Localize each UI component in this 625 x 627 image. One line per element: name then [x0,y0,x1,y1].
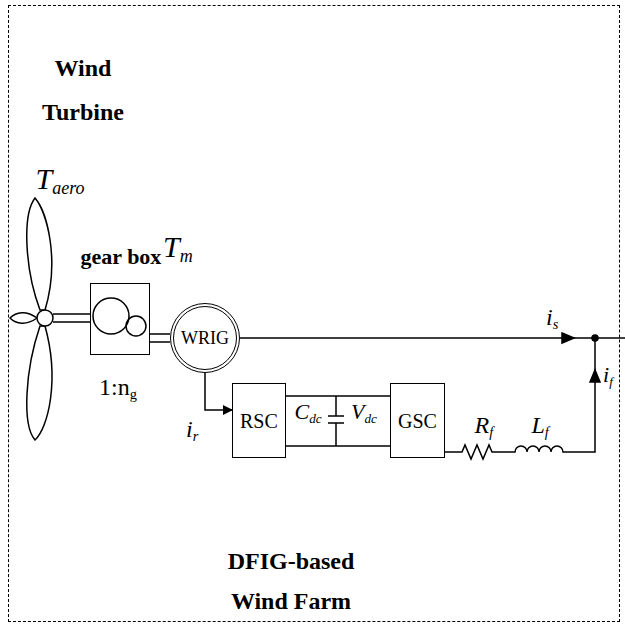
dc-bottom-wire [286,445,390,447]
converter-label: GSC [398,411,437,431]
torque-symbol: Taero [36,164,85,197]
current-symbol: ir [186,417,198,444]
subscript: m [180,246,193,266]
subscript: g [130,386,137,402]
subscript: r [193,428,199,444]
current-symbol: is [546,305,558,332]
connector [286,395,390,397]
subscript: aero [52,178,84,198]
side-blade [10,313,37,324]
gearbox-label: gear box [81,246,162,268]
voltage-symbol: Vdc [351,401,377,425]
resistor-label: Rf [475,413,494,440]
subscript: f [545,424,549,440]
if-arrow [590,370,600,382]
generator-circle: WRIG [170,303,240,373]
converter-label: RSC [240,411,278,431]
big-gear [93,298,129,334]
small-gear [126,316,146,336]
subscript: f [609,374,613,389]
connector [150,334,170,342]
capacitor-symbol [328,396,344,446]
low-speed-shaft [53,314,90,322]
inductor-label: Lf [532,413,549,440]
farm-title: DFIG-based Wind Farm [206,541,376,621]
wind-farm-frame: DFIG-based Wind Farm gear boxWRIG RSC GSC [8,5,620,622]
subscript: dc [364,411,376,426]
current-symbol: if [603,364,613,388]
converter-box: RSC [232,383,286,458]
converter-box: GSC [390,383,445,458]
gear-ratio: 1:ng [99,375,137,402]
upper-blade [27,198,52,310]
connector [205,373,232,410]
subscript: f [489,424,493,440]
turbine-title: Wind Turbine [23,46,143,134]
capacitor-symbol-label: Cdc [295,401,322,425]
torque-symbol: Tm [163,232,193,265]
subscript: s [553,316,559,332]
gear-box: gear box [90,283,150,355]
generator-label: WRIG [181,329,229,347]
filter-wire [445,338,595,459]
subscript: dc [309,411,321,426]
hub [37,310,53,326]
is-arrow [562,333,574,343]
lower-blade [27,326,52,440]
